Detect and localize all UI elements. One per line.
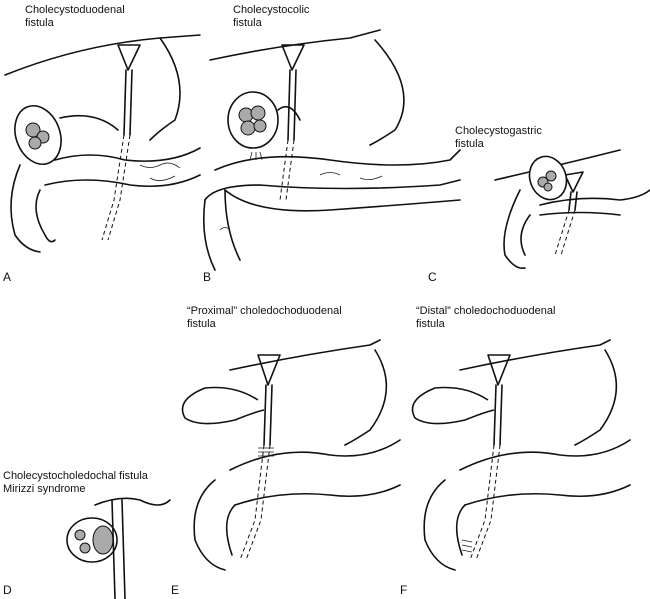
title-line: fistula	[416, 318, 445, 330]
title-line: “Proximal” choledochoduodenal	[187, 305, 342, 317]
panel-b-drawing	[202, 29, 461, 271]
title-line: fistula	[187, 318, 216, 330]
title-line: Cholecystocolic	[233, 4, 310, 16]
panel-letter-c: C	[428, 270, 437, 284]
title-line: fistula	[25, 17, 54, 29]
panel-a-drawing	[4, 34, 201, 253]
panel-e-drawing	[181, 339, 401, 571]
title-line: Mirizzi syndrome	[3, 483, 86, 495]
panel-letter-b: B	[203, 270, 212, 284]
panel-letter-e: E	[171, 583, 180, 597]
panel-letter-d: D	[3, 583, 12, 597]
panel-letter-f: F	[400, 583, 408, 597]
title-line: Cholecystoduodenal	[25, 4, 125, 16]
title-line: Cholecystocholedochal fistula	[3, 470, 148, 482]
title-line: “Distal” choledochoduodenal	[416, 305, 556, 317]
panel-letter-a: A	[3, 270, 12, 284]
title-line: fistula	[455, 138, 484, 150]
title-line: fistula	[233, 17, 262, 29]
panel-d-drawing	[66, 497, 171, 599]
title-line: Cholecystogastric	[455, 125, 542, 137]
panel-f-drawing	[411, 339, 631, 571]
panel-c-drawing	[494, 149, 650, 270]
